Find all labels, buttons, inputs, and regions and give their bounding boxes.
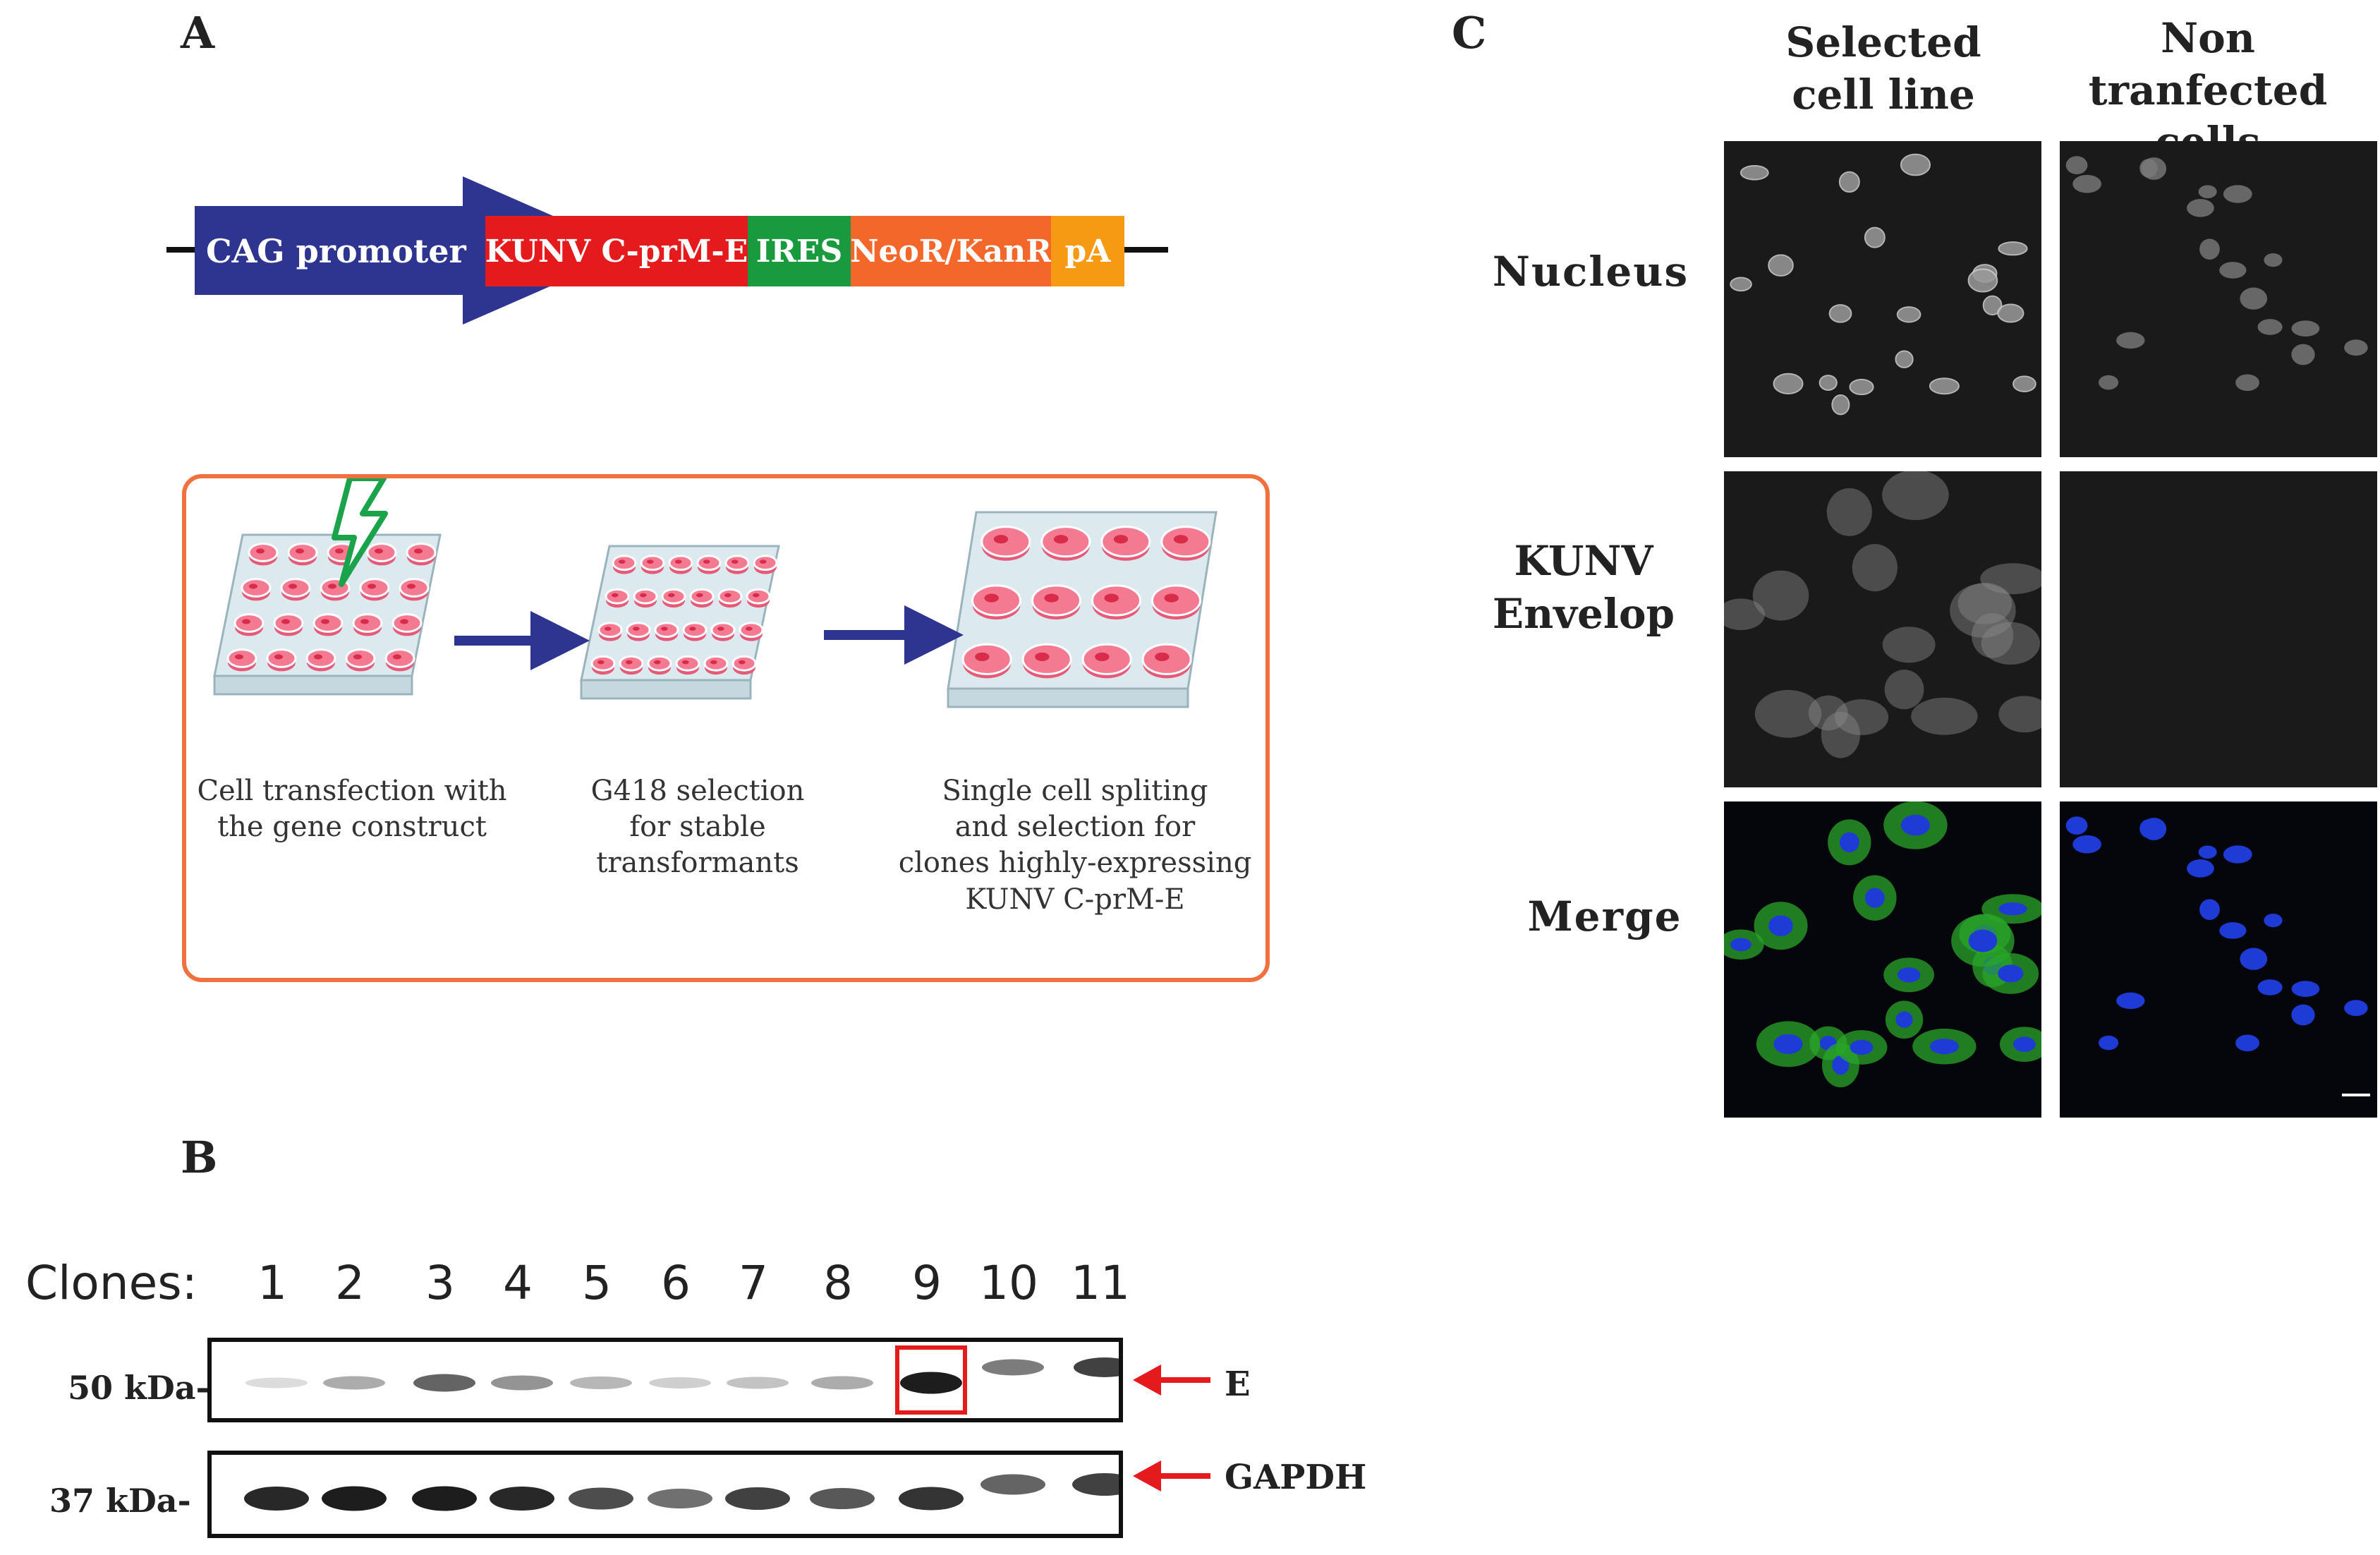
marker-37kda: 37 kDa- xyxy=(49,1482,191,1520)
workflow-box: Cell transfection with the gene construc… xyxy=(182,474,1270,982)
gapdh-band xyxy=(810,1488,875,1509)
kunv-insert-segment: KUNV C-prM-E xyxy=(485,216,748,286)
clone-number: 5 xyxy=(582,1256,612,1310)
image-nucleus-selected xyxy=(1724,141,2041,457)
cag-promoter-label: CAG promoter xyxy=(206,232,466,270)
e-band-label: E xyxy=(1225,1365,1251,1404)
row-label-nucleus: Nucleus xyxy=(1492,248,1689,296)
clone-number: 8 xyxy=(823,1256,853,1310)
culture-plate-12-well xyxy=(213,533,442,696)
gapdh-blot xyxy=(207,1451,1137,1538)
gapdh-band-label: GAPDH xyxy=(1225,1458,1367,1497)
e-protein-bands xyxy=(245,1345,1136,1415)
culture-plate-12-well-large xyxy=(947,511,1218,708)
e-band xyxy=(491,1375,553,1391)
step1-caption: Cell transfection with the gene construc… xyxy=(197,775,507,844)
e-band xyxy=(570,1376,632,1389)
ires-segment: IRES xyxy=(748,216,851,286)
gapdh-band xyxy=(244,1487,309,1511)
image-merge-nontransfected xyxy=(2060,801,2377,1118)
workflow-illustration xyxy=(213,478,1218,708)
image-envelope-nontransfected xyxy=(2060,471,2377,787)
clone-number: 10 xyxy=(979,1256,1038,1310)
image-envelope-selected xyxy=(1724,471,2041,787)
clone-number: 2 xyxy=(335,1256,365,1310)
gene-construct: CAG promoter KUNV C-prM-E IRES NeoR/KanR… xyxy=(166,176,1168,325)
gapdh-band xyxy=(569,1487,633,1510)
panel-label-c: C xyxy=(1452,7,1487,59)
row-label-merge: Merge xyxy=(1527,893,1682,940)
e-band xyxy=(323,1376,385,1390)
e-band xyxy=(811,1376,873,1390)
e-band xyxy=(245,1377,308,1388)
highlight-box xyxy=(895,1345,967,1415)
gapdh-arrow-icon xyxy=(1133,1460,1210,1492)
marker-50kda: 50 kDa- xyxy=(68,1369,210,1407)
e-arrow-icon xyxy=(1133,1365,1210,1396)
clone-number: 9 xyxy=(912,1256,942,1310)
clone-number: 6 xyxy=(661,1256,691,1310)
e-band xyxy=(900,1372,962,1394)
e-band xyxy=(727,1376,789,1389)
gapdh-band xyxy=(648,1489,712,1508)
e-band xyxy=(649,1377,711,1388)
gapdh-band xyxy=(322,1486,387,1511)
clone-number: 7 xyxy=(739,1256,768,1310)
e-band xyxy=(413,1374,475,1392)
gapdh-band xyxy=(899,1487,964,1511)
clone-number: 1 xyxy=(257,1256,287,1310)
row-label-envelope: KUNV Envelop xyxy=(1492,537,1675,639)
gapdh-band xyxy=(980,1474,1045,1495)
e-band xyxy=(982,1359,1044,1376)
step3-caption: Single cell spliting and selection for c… xyxy=(898,775,1252,916)
cag-promoter-arrow xyxy=(195,176,632,325)
clones-label: Clones: xyxy=(25,1256,198,1310)
gapdh-bands xyxy=(244,1473,1137,1511)
polya-segment: pA xyxy=(1051,216,1124,286)
clone-number: 11 xyxy=(1071,1256,1130,1310)
panel-label-b: B xyxy=(181,1132,218,1183)
culture-plate-24-well xyxy=(580,545,780,700)
neor-kanr-segment: NeoR/KanR xyxy=(850,216,1052,286)
step2-caption: G418 selection for stable transformants xyxy=(590,775,805,880)
panel-label-a: A xyxy=(181,7,215,59)
gapdh-band xyxy=(490,1487,554,1511)
gapdh-band xyxy=(725,1487,790,1510)
gapdh-band xyxy=(1072,1473,1137,1496)
column-header-selected: Selected cell line xyxy=(1785,18,1981,119)
image-nucleus-nontransfected xyxy=(2060,141,2377,457)
clone-number: 3 xyxy=(425,1256,455,1310)
clone-number: 4 xyxy=(503,1256,533,1310)
e-band xyxy=(1074,1357,1136,1377)
electroporation-bolt-icon xyxy=(332,478,388,587)
image-merge-selected xyxy=(1724,801,2041,1118)
gapdh-band xyxy=(412,1486,477,1511)
e-protein-blot xyxy=(207,1338,1136,1422)
